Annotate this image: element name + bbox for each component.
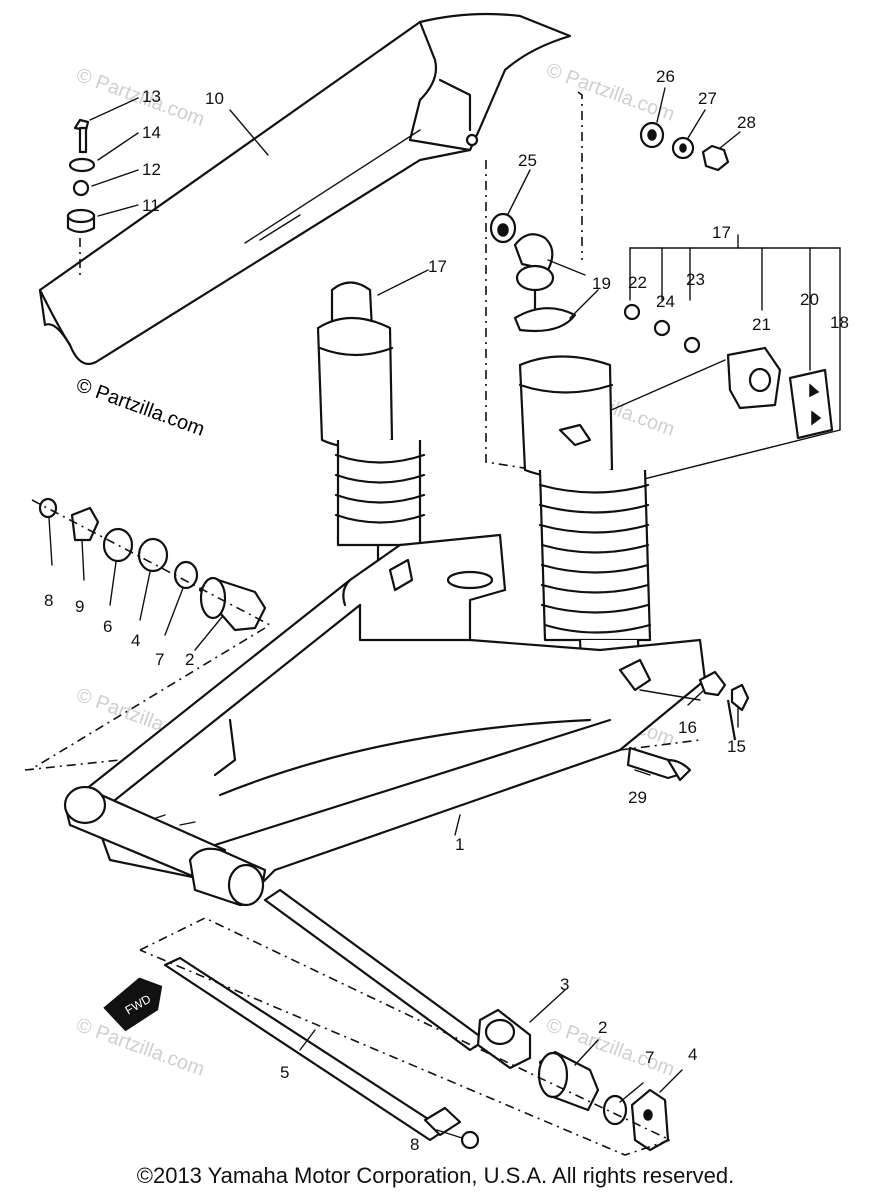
callout-leaders (48, 87, 741, 1139)
shock-kit-bracket (599, 234, 841, 491)
callout-25: 25 (518, 151, 537, 170)
partzilla-watermark: © Partzilla.com (73, 374, 207, 441)
shock-top-mount-parts (489, 212, 586, 333)
chain-case-part-10 (38, 12, 572, 366)
right-bolt-parts (626, 670, 750, 782)
callout-17-left-shock: 17 (428, 257, 447, 276)
swingarm-part-1 (24, 533, 707, 892)
ghost-watermark: © Partzilla.com (73, 64, 207, 131)
callout-19: 19 (592, 274, 611, 293)
callout-23: 23 (686, 270, 705, 289)
pivot-shaft-parts (139, 888, 673, 1156)
ghost-watermark: © Partzilla.com (73, 1014, 207, 1081)
callout-5: 5 (280, 1063, 289, 1082)
callout-26: 26 (656, 67, 675, 86)
callout-8-left: 8 (44, 591, 53, 610)
callout-7-left: 7 (155, 650, 164, 669)
callout-6: 6 (103, 617, 112, 636)
callout-numbers: 13 14 12 11 10 26 27 28 25 17 17 19 22 2… (44, 67, 849, 1154)
bolt-stack-parts (66, 118, 96, 275)
right-shock-absorber (518, 355, 652, 687)
callout-9: 9 (75, 597, 84, 616)
left-bushing-parts (31, 497, 271, 632)
callout-24: 24 (656, 292, 675, 311)
callout-12: 12 (142, 160, 161, 179)
callout-15: 15 (727, 737, 746, 756)
callout-14: 14 (142, 123, 161, 142)
callout-27: 27 (698, 89, 717, 108)
callout-7-lower: 7 (645, 1048, 654, 1067)
callout-21: 21 (752, 315, 771, 334)
callout-28: 28 (737, 113, 756, 132)
callout-8-lower: 8 (410, 1135, 419, 1154)
callout-4-left: 4 (131, 631, 140, 650)
pivot-tube-parts (63, 785, 267, 907)
left-shock-absorber (316, 281, 426, 592)
callout-18: 18 (830, 313, 849, 332)
callout-29: 29 (628, 788, 647, 807)
callout-10: 10 (205, 89, 224, 108)
copyright-notice: ©2013 Yamaha Motor Corporation, U.S.A. A… (136, 1163, 735, 1188)
callout-17-kit: 17 (712, 223, 731, 242)
swingarm-exploded-diagram: © Partzilla.com © Partzilla.com © Partzi… (24, 12, 849, 1156)
callout-22: 22 (628, 273, 647, 292)
callout-1: 1 (455, 835, 464, 854)
callout-3: 3 (560, 975, 569, 994)
callout-2-left: 2 (185, 650, 194, 669)
callout-16: 16 (678, 718, 697, 737)
callout-11: 11 (142, 196, 160, 215)
callout-4-lower: 4 (688, 1045, 697, 1064)
fwd-direction-badge: FWD (103, 977, 163, 1032)
nut-washer-parts (639, 121, 730, 172)
callout-20: 20 (800, 290, 819, 309)
callout-2-lower: 2 (598, 1018, 607, 1037)
callout-13: 13 (142, 87, 161, 106)
